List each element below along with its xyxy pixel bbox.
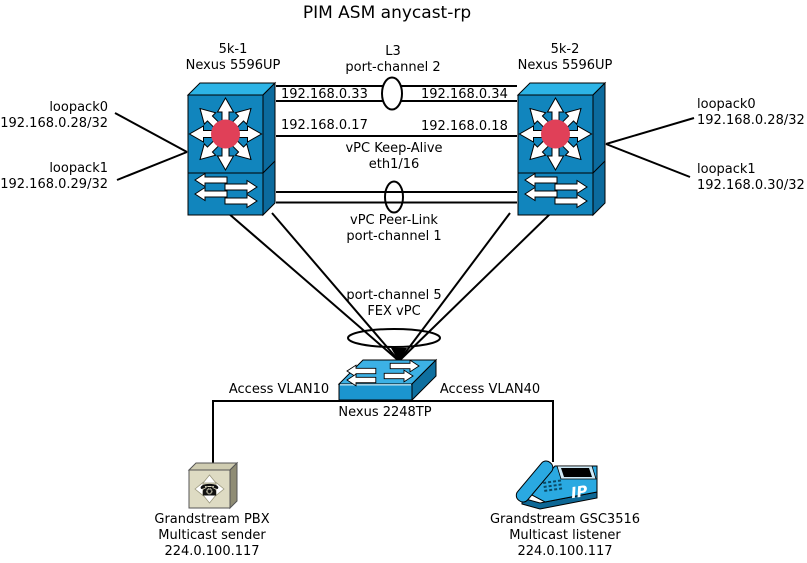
portchannel-5-label: port-channel 5 — [346, 288, 442, 303]
keepalive-right-ip: 192.168.0.18 — [421, 119, 508, 134]
l3-right-ip: 192.168.0.34 — [421, 87, 508, 102]
sw1-loopback0-name: loopack0 — [49, 100, 108, 115]
switch-5k1-name: 5k-1 — [218, 42, 248, 57]
switch-5k1-label: 5k-1 Nexus 5596UP — [160, 42, 306, 74]
sw1-loopback1-label: loopack1 192.168.0.29/32 — [0, 161, 108, 193]
pbx-name: Grandstream PBX — [154, 512, 270, 527]
portchannel-1-bundle-ellipse — [384, 180, 404, 214]
fex-vpc-name: FEX vPC — [367, 304, 421, 319]
portchannel-2-label: port-channel 2 — [345, 60, 441, 75]
l3-portchannel-label: L3 port-channel 2 — [320, 44, 466, 76]
sw1-loopback1-name: loopack1 — [49, 161, 108, 176]
pbx-multicast-group: 224.0.100.117 — [164, 544, 260, 559]
keepalive-name: vPC Keep-Alive — [345, 141, 443, 156]
portchannel-1-label: port-channel 1 — [346, 229, 442, 244]
sw2-loopback0-ip: 192.168.0.28/32 — [697, 113, 805, 128]
switch-5k2-model: Nexus 5596UP — [517, 58, 613, 73]
loopback-pointer-lines — [114, 112, 695, 181]
sw1-loopback0-ip: 192.168.0.28/32 — [0, 116, 108, 131]
diagram-title: PIM ASM anycast-rp — [302, 3, 472, 23]
l3-portchannel-link — [276, 76, 517, 111]
pbx-role: Multicast sender — [158, 528, 266, 543]
l3-left-ip: 192.168.0.33 — [281, 87, 368, 102]
listener-name: Grandstream GSC3516 — [489, 512, 641, 527]
sw2-loopback1-label: loopack1 192.168.0.30/32 — [697, 162, 805, 194]
pbx-phone-glyph-icon: ☎ — [200, 481, 220, 500]
peerlink-label: vPC Peer-Link port-channel 1 — [321, 213, 467, 245]
phone-handset — [515, 460, 554, 503]
keepalive-label: vPC Keep-Alive eth1/16 — [321, 141, 467, 173]
listener-multicast-group: 224.0.100.117 — [517, 544, 613, 559]
switch-5k2-name: 5k-2 — [550, 42, 580, 57]
portchannel-5-bundle-ellipse — [347, 328, 441, 348]
access-vlan10-label: Access VLAN10 — [228, 382, 330, 397]
listener-role: Multicast listener — [509, 528, 621, 543]
fex-workgroup-switch-icon — [337, 358, 438, 402]
pbx-label: Grandstream PBX Multicast sender 224.0.1… — [137, 512, 287, 560]
sw1-loopback1-ip: 192.168.0.29/32 — [0, 177, 108, 192]
sw2-loopback0-name: loopack0 — [697, 97, 756, 112]
switch-5k1-model: Nexus 5596UP — [185, 58, 281, 73]
keepalive-interface: eth1/16 — [368, 157, 420, 172]
switch-5k2-multilayer-switch-icon — [518, 83, 605, 215]
link-convergence-wedge — [391, 348, 407, 362]
phone-keypad — [543, 479, 563, 492]
sw1-loopback0-label: loopack0 192.168.0.28/32 — [0, 100, 108, 132]
fex-label: Nexus 2248TP — [338, 405, 432, 420]
portchannel-2-bundle-ellipse — [381, 76, 403, 111]
pbx-icon: ☎ — [187, 461, 239, 510]
l3-type-label: L3 — [385, 44, 401, 59]
ip-phone-icon: IP — [515, 460, 598, 510]
sw2-loopback1-name: loopack1 — [697, 162, 756, 177]
fex-vpc-label: port-channel 5 FEX vPC — [321, 288, 467, 320]
phone-ip-badge: IP — [570, 482, 589, 502]
sw2-loopback0-label: loopack0 192.168.0.28/32 — [697, 97, 805, 129]
switch-5k2-label: 5k-2 Nexus 5596UP — [492, 42, 638, 74]
listener-label: Grandstream GSC3516 Multicast listener 2… — [480, 512, 650, 560]
access-links — [212, 400, 554, 464]
peerlink-link — [276, 180, 517, 214]
access-vlan40-label: Access VLAN40 — [439, 382, 541, 397]
peerlink-name: vPC Peer-Link — [350, 213, 438, 228]
sw2-loopback1-ip: 192.168.0.30/32 — [697, 178, 805, 193]
switch-5k1-multilayer-switch-icon — [188, 83, 275, 215]
phone-screen — [561, 468, 592, 477]
keepalive-left-ip: 192.168.0.17 — [281, 118, 368, 133]
fex-vpc-links — [227, 212, 552, 362]
